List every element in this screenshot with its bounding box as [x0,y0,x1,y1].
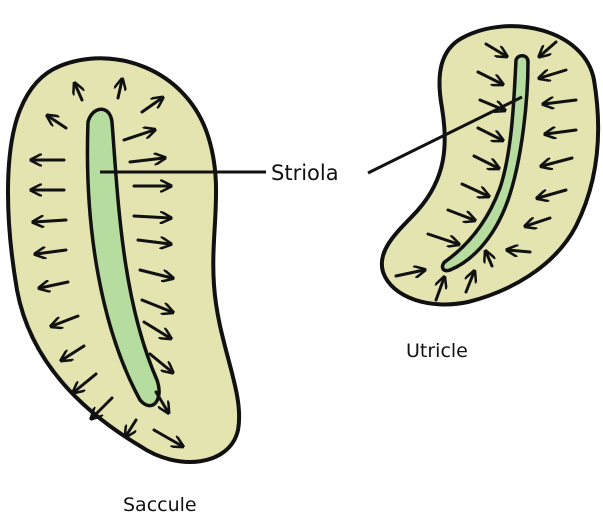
utricle [382,26,598,304]
direction-arrow [508,250,530,252]
saccule-label: Saccule [123,494,197,516]
direction-arrow [134,216,170,218]
striola-label: Striola [271,161,339,185]
saccule [8,58,239,462]
utricle-label: Utricle [406,340,468,362]
direction-arrow [34,220,66,222]
